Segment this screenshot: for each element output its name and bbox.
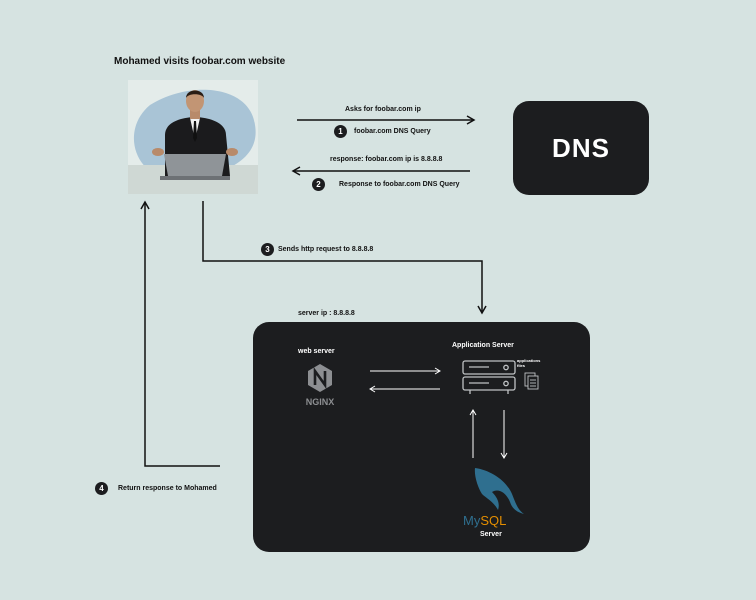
step3-badge: 3	[261, 243, 274, 256]
step1-badge: 1	[334, 125, 347, 138]
mysql-dolphin-logo: MySQL	[463, 468, 524, 528]
server-ip-label: server ip : 8.8.8.8	[298, 310, 355, 317]
server-rack-icon	[462, 360, 516, 394]
app-files-label: applications files	[517, 358, 541, 368]
server-box	[253, 322, 590, 552]
step1-description: foobar.com DNS Query	[354, 128, 431, 135]
diagram-title: Mohamed visits foobar.com website	[114, 56, 286, 67]
files-icon	[524, 372, 539, 390]
step2-response-label: response: foobar.com ip is 8.8.8.8	[330, 156, 443, 163]
step1-request-label: Asks for foobar.com ip	[345, 106, 421, 113]
step3-arrow	[202, 201, 487, 315]
nginx-logo-text: NGINX	[306, 397, 335, 407]
step4-description: Return response to Mohamed	[118, 485, 217, 492]
mysql-logo-text: MySQL	[463, 513, 506, 528]
dns-server: DNS	[513, 101, 649, 195]
nginx-logo: NGINX	[306, 364, 335, 407]
app-server-label: Application Server	[452, 342, 514, 349]
step4-arrow	[140, 200, 220, 467]
step4-badge: 4	[95, 482, 108, 495]
step3-description: Sends http request to 8.8.8.8	[278, 246, 374, 253]
step2-description: Response to foobar.com DNS Query	[339, 181, 460, 188]
db-server-label: Server	[480, 531, 502, 538]
step2-badge: 2	[312, 178, 325, 191]
web-server-label: web server	[298, 348, 335, 355]
